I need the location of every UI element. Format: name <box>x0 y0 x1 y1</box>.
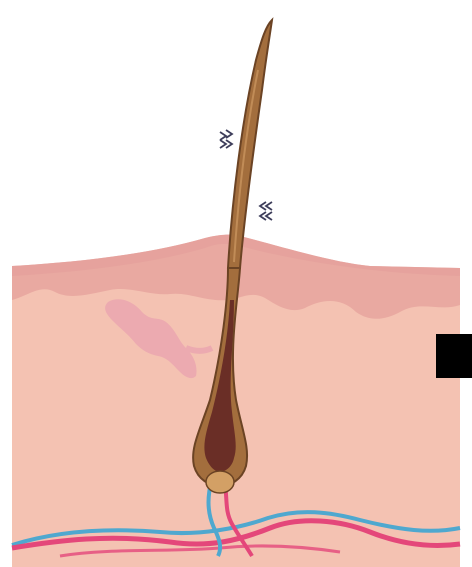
cuticle-scale-icon <box>220 130 232 148</box>
dermal-papilla <box>206 471 234 493</box>
redaction-box <box>436 334 472 378</box>
cuticle-scale-icon <box>260 202 272 220</box>
sebaceous-duct <box>186 348 212 351</box>
hair-shaft <box>228 20 272 268</box>
